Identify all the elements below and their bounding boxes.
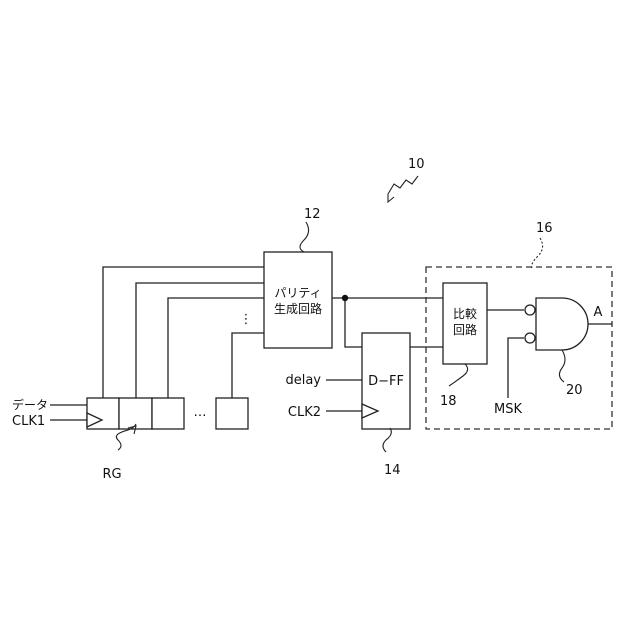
data-input-label: データ — [12, 397, 48, 412]
msk-label: MSK — [494, 402, 522, 417]
parity-generator-block — [264, 252, 332, 348]
ref-number-10: 10 — [408, 157, 425, 172]
parity-generator-label-line2: 生成回路 — [274, 301, 322, 316]
vertical-ellipsis: ⋮ — [240, 312, 253, 327]
ref-number-12: 12 — [304, 207, 321, 222]
clk1-label: CLK1 — [12, 414, 45, 429]
inverted-input-bubble-bottom — [525, 333, 535, 343]
ref-number-20: 20 — [566, 383, 583, 398]
junction-dot — [342, 295, 348, 301]
ref-number-16: 16 — [536, 221, 553, 236]
inverted-input-bubble-top — [525, 305, 535, 315]
d-flipflop-label: D−FF — [368, 374, 404, 389]
register-cell-3 — [152, 398, 184, 429]
shift-register — [87, 398, 248, 429]
delay-label: delay — [285, 373, 321, 388]
horizontal-ellipsis: … — [194, 405, 207, 420]
register-label: RG — [102, 467, 121, 482]
ref-number-18: 18 — [440, 394, 457, 409]
register-to-parity-wires — [103, 267, 264, 398]
and-gate — [536, 298, 588, 350]
output-a-label: A — [594, 305, 603, 320]
compare-circuit-label-line1: 比較 — [453, 306, 477, 321]
parity-generator-label-line1: パリティ — [274, 286, 321, 300]
register-cell-last — [216, 398, 248, 429]
compare-circuit-label-line2: 回路 — [453, 322, 477, 337]
clk2-label: CLK2 — [288, 405, 321, 420]
ref-number-14: 14 — [384, 463, 401, 478]
